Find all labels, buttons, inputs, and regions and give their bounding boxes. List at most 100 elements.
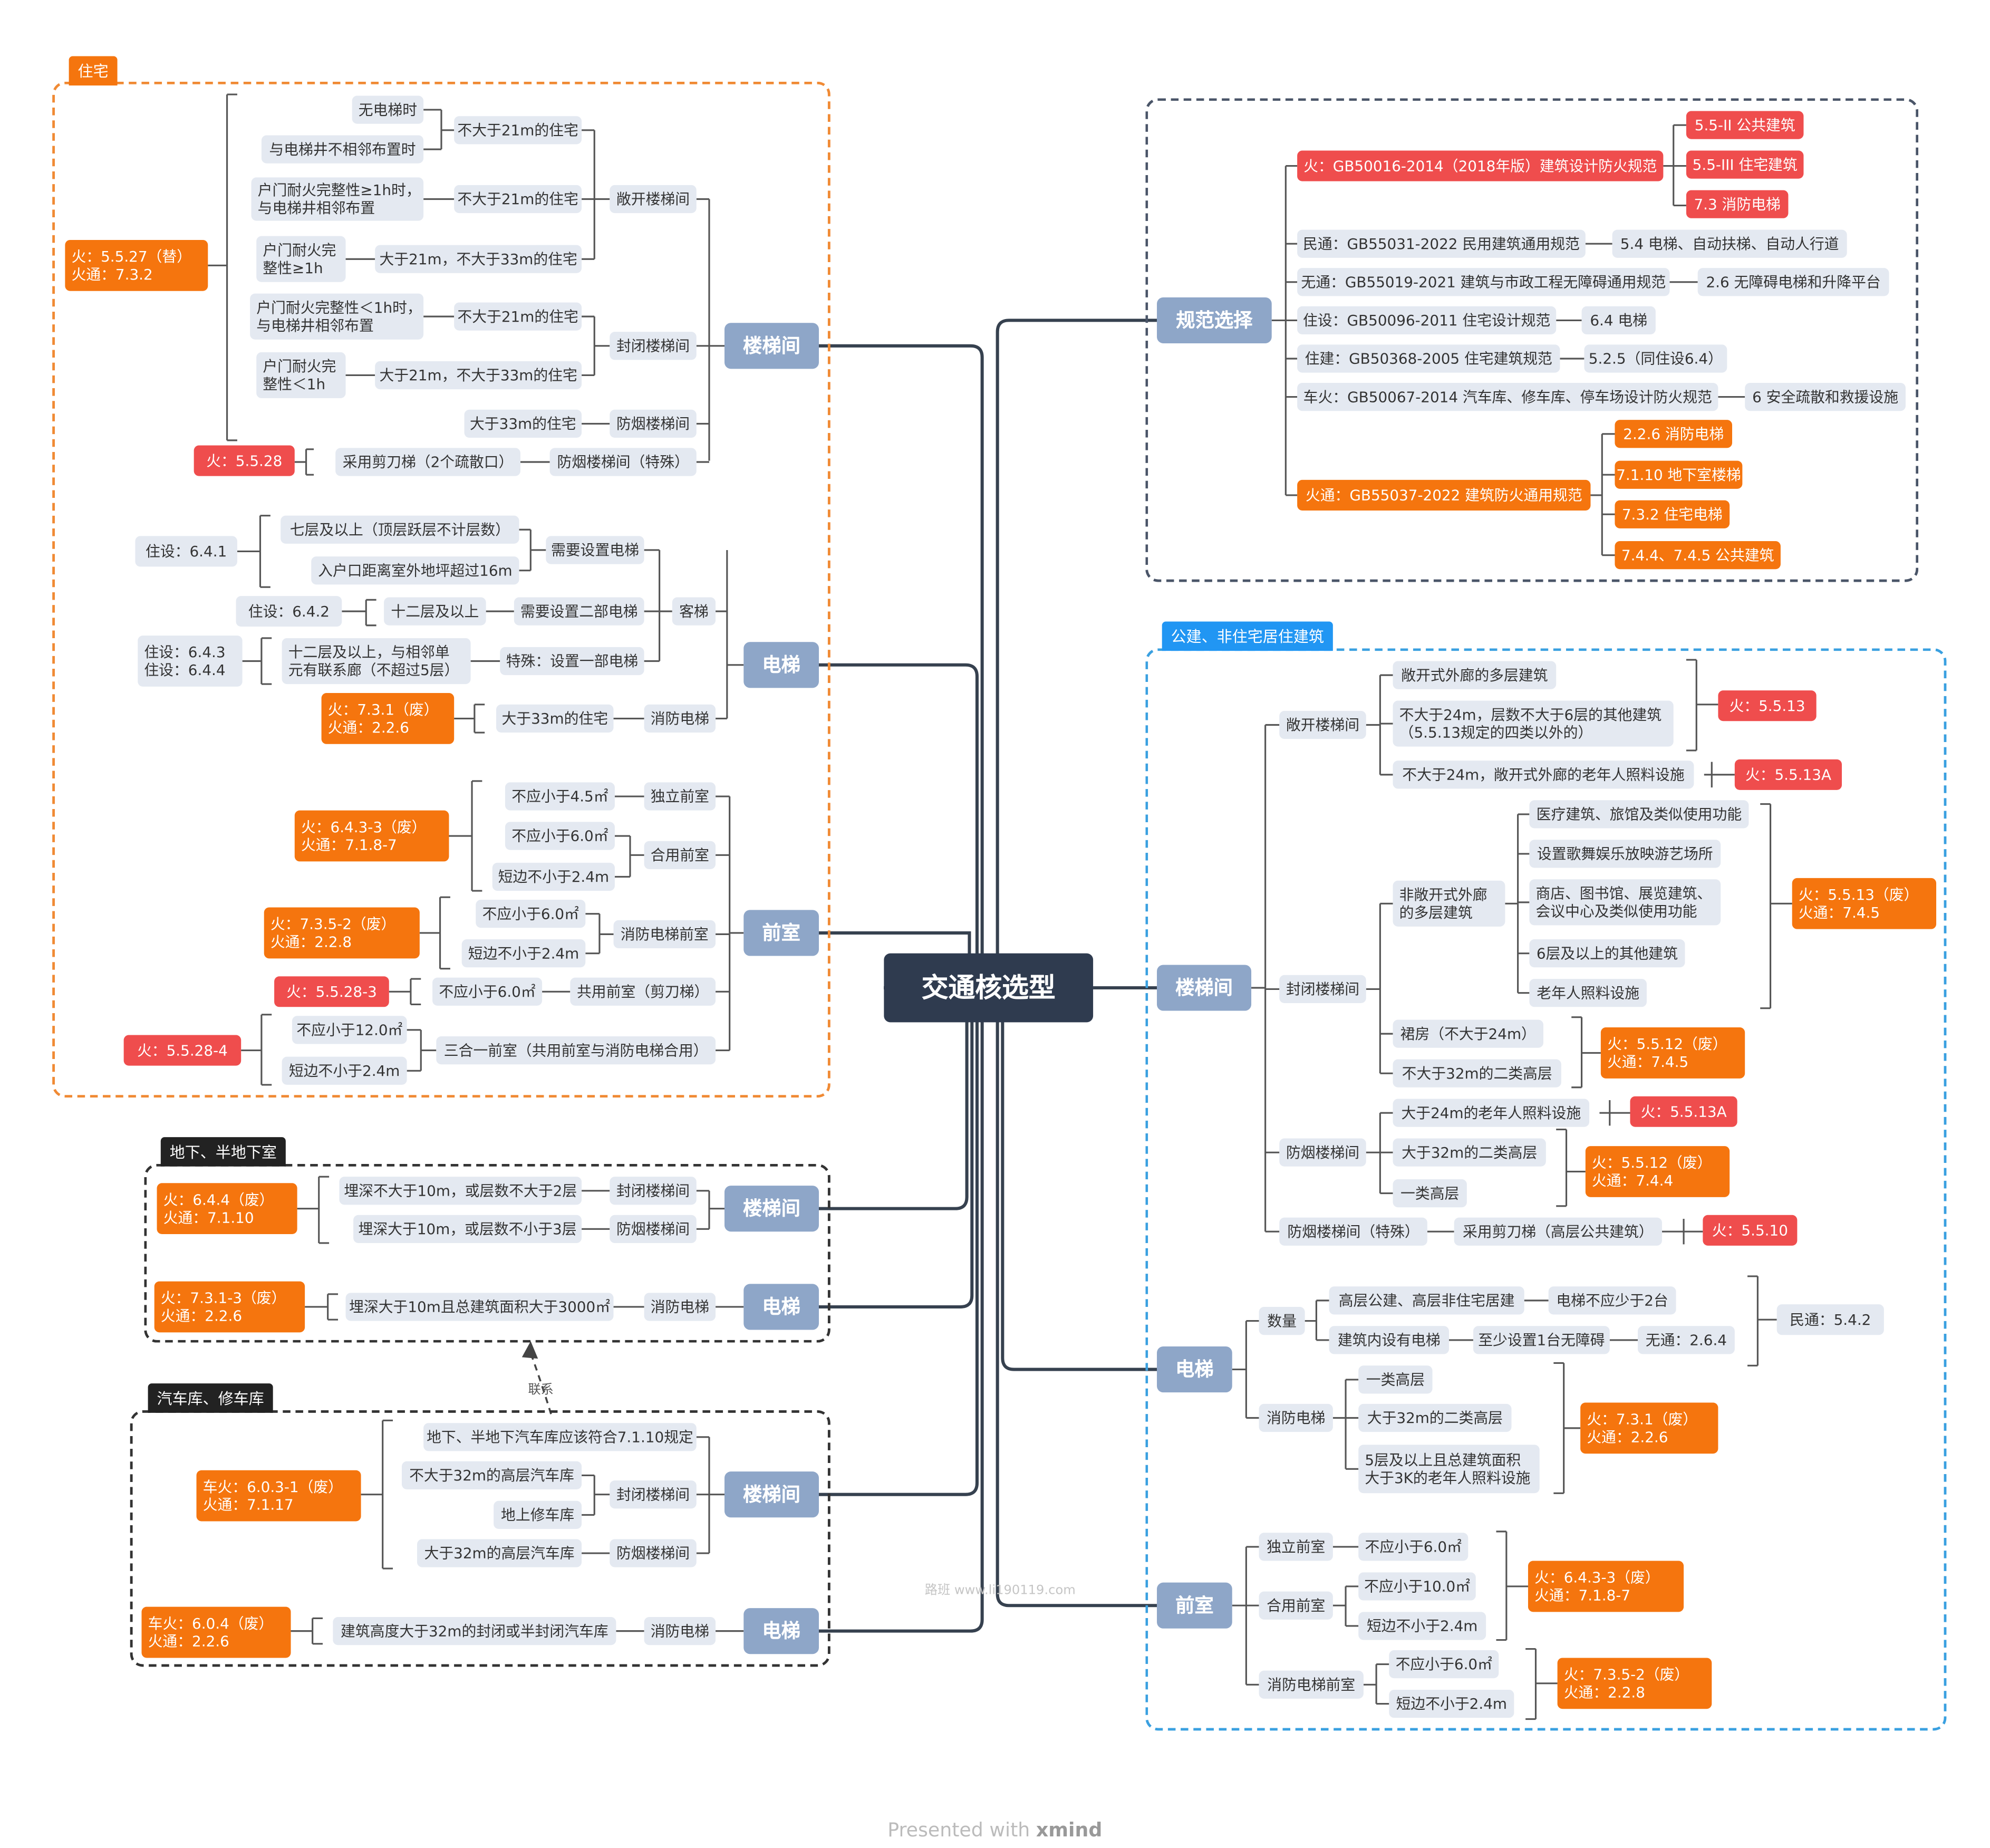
node[interactable]: 需要设置电梯: [546, 536, 644, 564]
ref-tag[interactable]: 火：5.5.12（废） 火通：7.4.4: [1585, 1146, 1730, 1197]
node[interactable]: 5层及以上且总建筑面积 大于3K的老年人照料设施: [1358, 1445, 1540, 1494]
node[interactable]: 消防电梯: [1259, 1403, 1333, 1432]
spec-item[interactable]: 住建：GB50368-2005 住宅建筑规范: [1297, 344, 1560, 373]
node[interactable]: 大于24m的老年人照料设施: [1393, 1099, 1590, 1127]
topic-spec[interactable]: 规范选择: [1157, 297, 1272, 343]
node[interactable]: 老年人照料设施: [1529, 979, 1647, 1007]
node[interactable]: 封闭楼梯间: [610, 1177, 697, 1205]
ref-tag[interactable]: 7.1.10 地下室楼梯: [1615, 460, 1743, 489]
node[interactable]: 非敞开式外廊 的多层建筑: [1393, 880, 1505, 927]
node[interactable]: 短边不小于2.4m: [282, 1056, 407, 1085]
node[interactable]: 住设：6.4.1: [135, 536, 237, 567]
node[interactable]: 封闭楼梯间: [610, 332, 697, 360]
node[interactable]: 敞开式外廊的多层建筑: [1393, 661, 1557, 689]
node[interactable]: 不应小于10.0㎡: [1358, 1572, 1476, 1601]
topic-res-elevator[interactable]: 电梯: [743, 642, 819, 688]
node[interactable]: 户门耐火完整性≥1h时， 与电梯井相邻布置: [251, 177, 424, 221]
node[interactable]: 不应小于6.0㎡: [476, 900, 586, 928]
ref-tag[interactable]: 火：5.5.28-3: [274, 976, 389, 1007]
ref-tag[interactable]: 火：5.5.27（替） 火通：7.3.2: [65, 239, 208, 291]
topic-garage-stair[interactable]: 楼梯间: [724, 1471, 819, 1518]
node[interactable]: 十二层及以上: [384, 597, 486, 625]
spec-item[interactable]: 6 安全疏散和救援设施: [1745, 382, 1906, 411]
node[interactable]: 消防电梯前室: [613, 920, 716, 948]
node[interactable]: 防烟楼梯间: [610, 1539, 697, 1567]
node[interactable]: 不应小于6.0㎡: [505, 822, 615, 850]
ref-tag[interactable]: 火：5.5.12（废） 火通：7.4.5: [1600, 1027, 1745, 1079]
ref-tag[interactable]: 火：7.3.5-2（废） 火通：2.2.8: [1557, 1658, 1712, 1709]
node[interactable]: 短边不小于2.4m: [1358, 1612, 1486, 1640]
node[interactable]: 不大于32m的二类高层: [1393, 1059, 1561, 1087]
node[interactable]: 防烟楼梯间: [610, 1215, 697, 1243]
node[interactable]: 需要设置二部电梯: [514, 597, 644, 625]
spec-item[interactable]: 5.4 电梯、自动扶梯、自动人行道: [1612, 229, 1847, 258]
node[interactable]: 不大于21m的住宅: [454, 116, 582, 145]
ref-tag[interactable]: 车火：6.0.4（废） 火通：2.2.6: [141, 1606, 291, 1658]
node[interactable]: 客梯: [672, 597, 716, 625]
node[interactable]: 建筑高度大于32m的封闭或半封闭汽车库: [333, 1617, 616, 1645]
node[interactable]: 敞开楼梯间: [610, 185, 697, 214]
node[interactable]: 共用前室（剪刀梯）: [570, 977, 716, 1006]
node[interactable]: 防烟楼梯间（特殊）: [1279, 1217, 1427, 1246]
node[interactable]: 户门耐火完 整性＜1h: [256, 352, 346, 399]
node[interactable]: 封闭楼梯间: [1279, 975, 1366, 1004]
node[interactable]: 住设：6.4.3 住设：6.4.4: [138, 636, 243, 687]
topic-pub-stair[interactable]: 楼梯间: [1157, 965, 1252, 1011]
ref-tag[interactable]: 火：7.3.5-2（废） 火通：2.2.8: [264, 907, 420, 959]
node[interactable]: 设置歌舞娱乐放映游艺场所: [1529, 840, 1721, 868]
node[interactable]: 无电梯时: [352, 95, 424, 124]
node[interactable]: 建筑内设有电梯: [1329, 1326, 1449, 1354]
spec-item[interactable]: 民通：GB55031-2022 民用建筑通用规范: [1297, 229, 1586, 258]
node[interactable]: 大于32m的二类高层: [1358, 1403, 1512, 1432]
node[interactable]: 裙房（不大于24m）: [1393, 1019, 1543, 1048]
node[interactable]: 七层及以上（顶层跃层不计层数）: [281, 515, 519, 544]
node[interactable]: 至少设置1台无障碍: [1473, 1326, 1610, 1354]
node[interactable]: 入户口距离室外地坪超过16m: [311, 556, 519, 585]
node[interactable]: 十二层及以上，与相邻单 元有联系廊（不超过5层）: [282, 638, 471, 685]
spec-item[interactable]: 5.2.5（同住设6.4）: [1584, 344, 1727, 373]
node[interactable]: 不应小于6.0㎡: [1358, 1533, 1469, 1561]
node[interactable]: 独立前室: [1259, 1533, 1333, 1561]
topic-base-stair[interactable]: 楼梯间: [724, 1186, 819, 1232]
node[interactable]: 无通：2.6.4: [1637, 1326, 1735, 1354]
node[interactable]: 埋深大于10m且总建筑面积大于3000㎡: [345, 1293, 614, 1321]
ref-tag[interactable]: 火：6.4.3-3（废） 火通：7.1.8-7: [294, 810, 449, 862]
node[interactable]: 不大于32m的高层汽车库: [401, 1461, 582, 1490]
spec-fire[interactable]: 火：GB50016-2014（2018年版）建筑设计防火规范: [1297, 150, 1664, 181]
ref-tag[interactable]: 2.2.6 消防电梯: [1615, 420, 1733, 448]
node[interactable]: 民通：5.4.2: [1776, 1304, 1884, 1335]
node[interactable]: 合用前室: [1259, 1591, 1333, 1620]
root-topic[interactable]: 交通核选型: [884, 953, 1094, 1023]
node[interactable]: 不应小于12.0㎡: [292, 1016, 407, 1044]
node[interactable]: 短边不小于2.4m: [492, 862, 615, 891]
spec-fire-general[interactable]: 火通：GB55037-2022 建筑防火通用规范: [1297, 479, 1591, 511]
node[interactable]: 不大于24m，敞开式外廊的老年人照料设施: [1393, 761, 1694, 789]
node[interactable]: 大于32m的二类高层: [1393, 1138, 1546, 1167]
node[interactable]: 医疗建筑、旅馆及类似使用功能: [1529, 800, 1749, 829]
ref-tag[interactable]: 7.3 消防电梯: [1686, 190, 1789, 218]
topic-garage-elevator[interactable]: 电梯: [743, 1608, 819, 1654]
node[interactable]: 埋深大于10m，或层数不小于3层: [353, 1215, 582, 1243]
node[interactable]: 与电梯井不相邻布置时: [261, 135, 424, 163]
ref-tag[interactable]: 火：7.3.1-3（废） 火通：2.2.6: [154, 1281, 305, 1333]
node[interactable]: 大于33m的住宅: [496, 704, 614, 733]
node[interactable]: 大于32m的高层汽车库: [417, 1539, 582, 1567]
node[interactable]: 住设：6.4.2: [236, 596, 342, 627]
node[interactable]: 特殊：设置一部电梯: [500, 647, 644, 676]
ref-tag[interactable]: 7.4.4、7.4.5 公共建筑: [1615, 541, 1781, 570]
ref-tag[interactable]: 火：5.5.13: [1718, 690, 1817, 721]
ref-tag[interactable]: 火：6.4.3-3（废） 火通：7.1.8-7: [1528, 1561, 1684, 1612]
node[interactable]: 消防电梯前室: [1259, 1670, 1364, 1699]
ref-tag[interactable]: 车火：6.0.3-1（废） 火通：7.1.17: [196, 1470, 361, 1522]
node[interactable]: 消防电梯: [644, 1293, 716, 1321]
ref-tag[interactable]: 7.3.2 住宅电梯: [1615, 500, 1730, 528]
node[interactable]: 防烟楼梯间: [610, 409, 697, 438]
node[interactable]: 不应小于6.0㎡: [1389, 1650, 1499, 1679]
node[interactable]: 不大于21m的住宅: [454, 302, 582, 331]
node[interactable]: 商店、图书馆、展览建筑、 会议中心及类似使用功能: [1529, 879, 1721, 926]
spec-item[interactable]: 车火：GB50067-2014 汽车库、修车库、停车场设计防火规范: [1297, 382, 1718, 411]
node[interactable]: 大于21m，不大于33m的住宅: [375, 361, 582, 390]
node[interactable]: 合用前室: [644, 841, 716, 869]
node[interactable]: 地下、半地下汽车库应该符合7.1.10规定: [423, 1423, 697, 1451]
ref-tag[interactable]: 火：7.3.1（废） 火通：2.2.6: [321, 693, 455, 744]
